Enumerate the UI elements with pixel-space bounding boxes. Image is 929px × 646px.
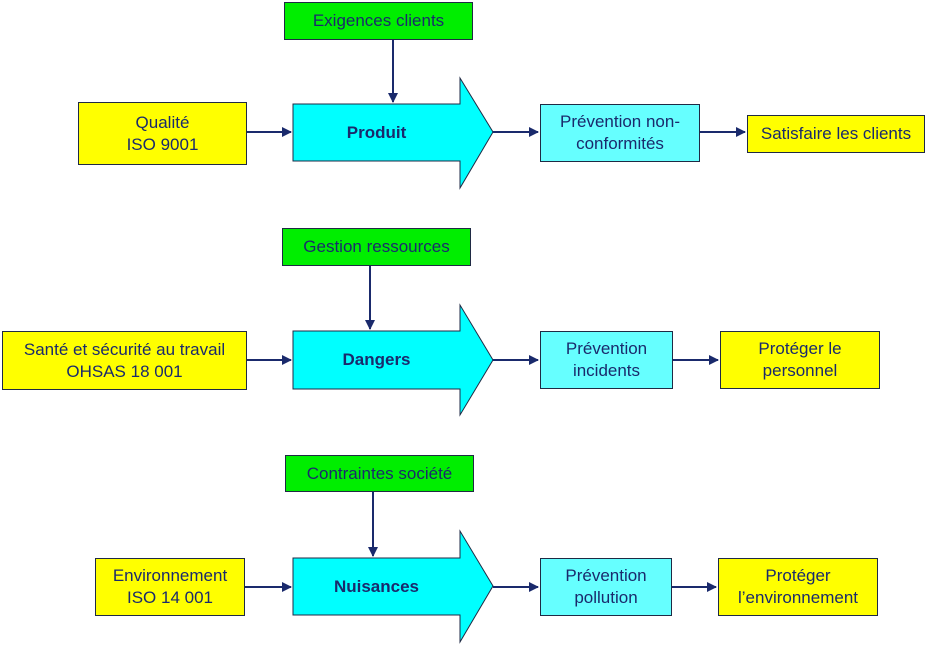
focus-arrow-nuisances	[292, 529, 494, 644]
requirement-box-2: Gestion ressources	[282, 228, 471, 266]
standard-box-1: Qualité ISO 9001	[78, 102, 247, 165]
goal-box-1: Satisfaire les clients	[747, 115, 925, 153]
requirement-box-3: Contraintes société	[285, 455, 474, 492]
focus-arrow-produit	[292, 76, 494, 190]
prevention-box-3: Prévention pollution	[540, 558, 672, 616]
standard-box-3: Environnement ISO 14 001	[95, 558, 245, 616]
requirement-box-1: Exigences clients	[284, 2, 473, 40]
focus-label-1: Produit	[346, 122, 407, 142]
focus-arrow-dangers	[292, 303, 494, 417]
goal-box-2: Protéger le personnel	[720, 331, 880, 389]
goal-box-3: Protéger l’environnement	[718, 558, 878, 616]
focus-label-2: Dangers	[342, 350, 411, 369]
prevention-box-1: Prévention non- conformités	[540, 104, 700, 162]
focus-label-3: Nuisances	[333, 576, 420, 596]
prevention-box-2: Prévention incidents	[540, 331, 673, 389]
standard-box-2: Santé et sécurité au travail OHSAS 18 00…	[2, 331, 247, 390]
